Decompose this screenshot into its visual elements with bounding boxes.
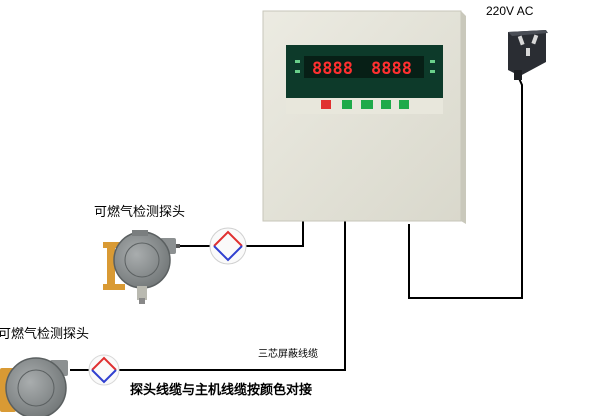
button-green-4[interactable] — [399, 100, 409, 109]
detector-1 — [103, 230, 180, 304]
detector-2 — [0, 357, 68, 416]
power-plug-icon — [508, 30, 548, 80]
button-green-1[interactable] — [342, 100, 352, 109]
button-green-2[interactable] — [361, 100, 373, 109]
detector-1-label: 可燃气检测探头 — [94, 205, 186, 220]
button-green-3[interactable] — [381, 100, 391, 109]
connector-2-icon — [88, 354, 120, 386]
connector-1-icon — [209, 227, 247, 265]
power-label: 220V AC — [486, 4, 534, 18]
button-red[interactable] — [321, 100, 331, 109]
cable-label: 三芯屏蔽线缆 — [258, 349, 318, 360]
detector-2-wire — [70, 221, 346, 371]
detector-2-label: 可燃气检测探头 — [0, 327, 90, 342]
instruction-label: 探头线缆与主机线缆按颜色对接 — [130, 383, 313, 398]
display-right: 8888 — [371, 59, 412, 79]
display-left: 8888 — [312, 59, 353, 79]
power-wire — [408, 75, 523, 299]
controller-unit: 8888 8888 — [262, 10, 466, 224]
